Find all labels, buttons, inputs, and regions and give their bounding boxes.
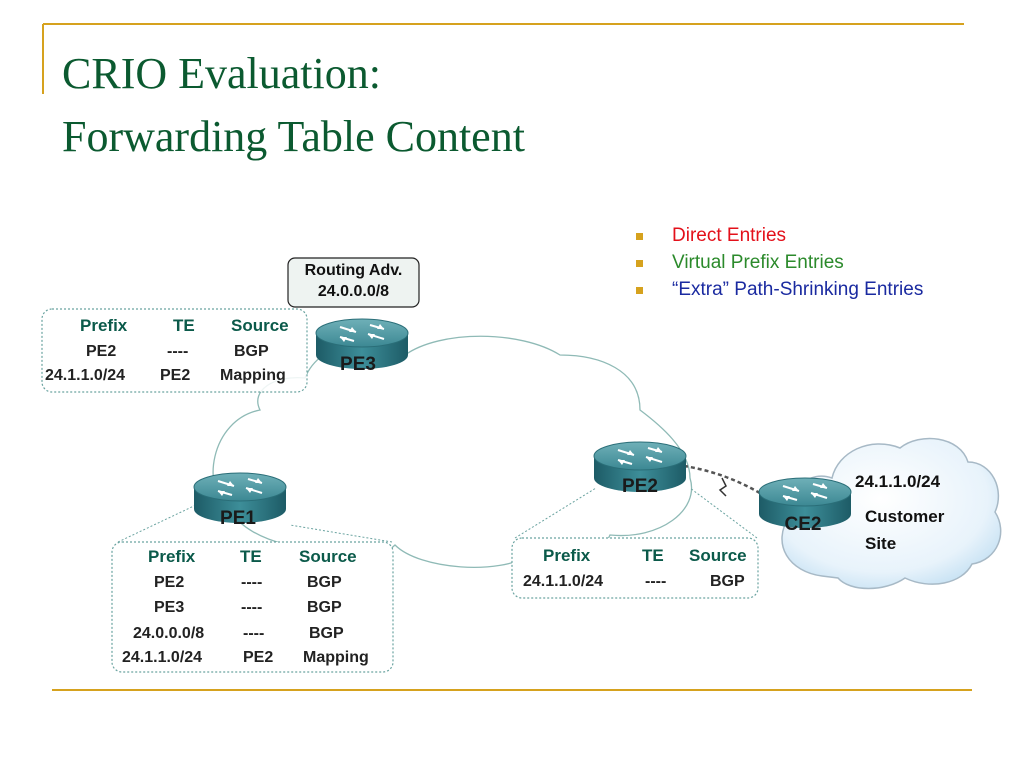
square-bullet-icon <box>636 233 643 240</box>
legend-item-extra: “Extra” Path-Shrinking Entries <box>636 279 923 306</box>
pe1-table-frame <box>111 541 394 673</box>
table-cell: BGP <box>234 343 269 360</box>
table-cell: 24.1.1.0/24 <box>523 573 604 590</box>
table-cell: ---- <box>645 573 667 590</box>
square-bullet-icon <box>636 260 643 267</box>
legend-label: Virtual Prefix Entries <box>672 252 844 273</box>
table-header: TE <box>642 546 664 565</box>
table-cell: PE2 <box>243 649 274 666</box>
legend-item-virtual: Virtual Prefix Entries <box>636 252 923 279</box>
table-cell: 24.0.0.0/8 <box>133 625 205 642</box>
legend-label: “Extra” Path-Shrinking Entries <box>672 279 924 300</box>
table-cell: ---- <box>167 343 189 360</box>
customer-site-line2: Site <box>865 534 897 553</box>
table-cell: PE3 <box>154 599 185 616</box>
table-cell: BGP <box>307 599 342 616</box>
slide-title-line1: CRIO Evaluation: <box>62 49 381 98</box>
table-cell: BGP <box>710 573 745 590</box>
routing-adv-title: Routing Adv. <box>304 262 403 279</box>
table-connectors <box>117 487 758 543</box>
table-cell: Mapping <box>220 367 286 384</box>
table-header: Prefix <box>80 316 128 335</box>
legend: Direct Entries Virtual Prefix Entries “E… <box>636 225 923 306</box>
table-header: Source <box>231 316 289 335</box>
table-cell: ---- <box>243 625 265 642</box>
accent-rules <box>42 23 972 691</box>
router-label-pe2: PE2 <box>622 476 658 497</box>
table-cell: 24.1.1.0/24 <box>122 649 203 666</box>
router-label-pe3: PE3 <box>340 354 376 375</box>
table-header: Source <box>689 546 747 565</box>
square-bullet-icon <box>636 287 643 294</box>
table-cell: PE2 <box>160 367 191 384</box>
table-cell: ---- <box>241 599 263 616</box>
table-cell: Mapping <box>303 649 369 666</box>
table-cell: PE2 <box>86 343 117 360</box>
router-label-pe1: PE1 <box>220 508 256 529</box>
pe2-ce2-link <box>683 464 769 500</box>
table-cell: PE2 <box>154 574 185 591</box>
legend-label: Direct Entries <box>672 225 787 246</box>
pe2-table-frame <box>511 537 759 599</box>
table-header: Source <box>299 547 357 566</box>
slide-title-line2: Forwarding Table Content <box>62 112 525 161</box>
table-header: Prefix <box>148 547 196 566</box>
table-header: TE <box>240 547 262 566</box>
routing-adv-prefix: 24.0.0.0/8 <box>317 283 390 300</box>
customer-site-line1: Customer <box>865 507 945 526</box>
customer-site-prefix: 24.1.1.0/24 <box>855 472 941 491</box>
legend-item-direct: Direct Entries <box>636 225 923 252</box>
table-header: TE <box>173 316 195 335</box>
pe3-table-frame <box>41 308 308 393</box>
table-cell: 24.1.1.0/24 <box>45 367 126 384</box>
table-cell: ---- <box>241 574 263 591</box>
router-label-ce2: CE2 <box>785 514 822 535</box>
table-header: Prefix <box>543 546 591 565</box>
table-cell: BGP <box>307 574 342 591</box>
table-cell: BGP <box>309 625 344 642</box>
routing-adv-box <box>287 257 420 308</box>
